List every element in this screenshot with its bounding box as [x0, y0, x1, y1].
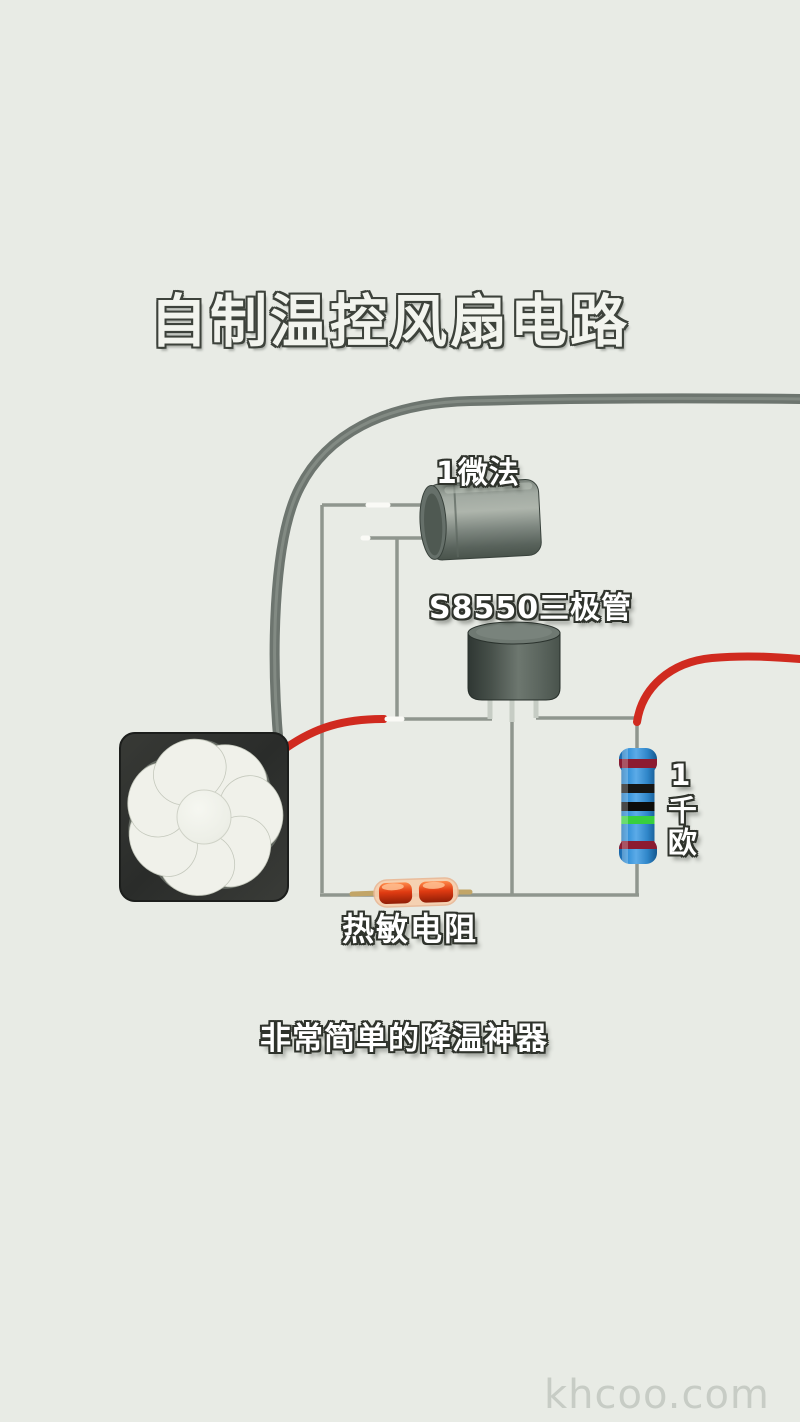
- capacitor-crimp: [453, 485, 459, 558]
- capacitor: [419, 479, 542, 561]
- thick-power-cable-highlight: [273, 396, 800, 750]
- resistor-band-2: [619, 784, 657, 793]
- resistor-band-4: [619, 816, 657, 824]
- resistor: [619, 748, 657, 864]
- thermistor-label: 热敏电阻: [342, 910, 479, 948]
- red-wire-fan: [282, 715, 388, 752]
- resistor-band-1: [619, 759, 657, 768]
- caption-text: 非常简单的降温神器: [260, 1021, 548, 1057]
- capacitor-label: 1微法: [436, 456, 520, 491]
- lead-tip-highlights: [360, 502, 405, 722]
- red-wire-right: [633, 652, 800, 726]
- thermistor: [373, 877, 459, 908]
- resistor-sheen: [622, 748, 628, 864]
- watermark-text: khcoo.com: [544, 1372, 770, 1418]
- thermistor-highlight-left: [381, 883, 404, 891]
- resistor-label: 1千欧: [663, 758, 698, 859]
- transistor-top-highlight: [476, 624, 552, 640]
- transistor-body: [467, 632, 561, 701]
- resistor-band-3: [619, 802, 657, 811]
- transistor-pin-group: [487, 700, 539, 722]
- transistor: [467, 621, 561, 701]
- page-title: 自制温控风扇电路: [150, 289, 630, 355]
- cooling-fan: [119, 732, 289, 902]
- resistor-band-5: [619, 841, 657, 849]
- transistor-label: S8550三极管: [429, 591, 633, 626]
- fan-hub: [176, 789, 232, 845]
- capacitor-sheen: [444, 482, 533, 494]
- capacitor-end-inner: [424, 493, 443, 556]
- fan-blades: [127, 738, 284, 896]
- thermistor-highlight-right: [422, 881, 445, 889]
